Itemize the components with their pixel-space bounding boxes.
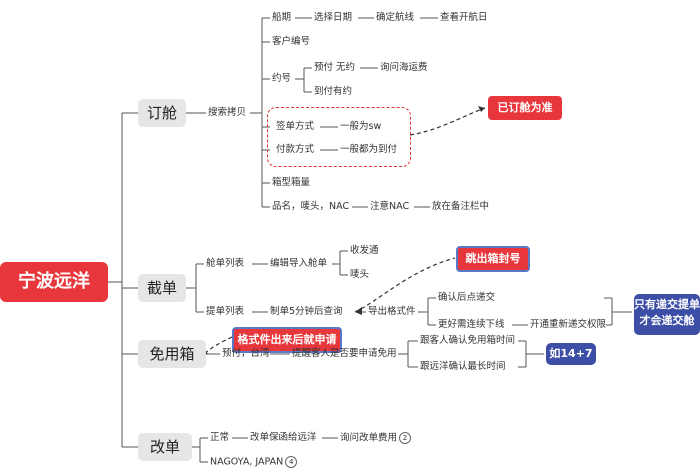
node-normal: 正常 [210,432,230,443]
count-badge-4: 4 [285,456,298,468]
format-apply-tag: 格式件出来后就申请 [232,327,342,353]
node-bl-list: 提单列表 [206,306,245,317]
node-sign-method: 签单方式 [276,121,315,132]
node-goods: 品名，唛头，NAC [272,201,350,212]
branch-booking: 订舱 [138,99,186,127]
node-marks: 唛头 [350,269,370,280]
branch-cutoff: 截单 [138,274,186,302]
branch-change: 改单 [138,433,192,461]
node-export-format: 导出格式件 [368,306,416,317]
node-consignee: 收发通 [350,245,379,256]
root-node: 宁波远洋 [0,262,108,302]
sign-pay-highlight-box [267,107,411,167]
node-pay-method: 付款方式 [276,144,315,155]
branch-free-box: 免用箱 [138,340,206,368]
nagoya-label: NAGOYA, JAPAN [210,456,284,468]
node-guarantee: 改单保函给远洋 [250,432,317,443]
node-select-date: 选择日期 [314,12,353,23]
node-in-remark: 放在备注栏中 [432,201,490,212]
node-box-qty: 箱型箱量 [272,177,311,188]
node-pay-default: 一般都为到付 [340,144,398,155]
node-prepaid-tw: 预付，台湾 [222,348,270,359]
node-follow-confirm: 跟客人确认免用箱时间 [420,335,516,346]
jump-seal-tag: 跳出箱封号 [456,246,530,272]
node-ask-shipping: 询问海运费 [380,62,428,73]
ask-fee-label: 询问改单费用 [340,432,398,444]
submit-note-line-2: 才会递交舱 [639,314,695,327]
submit-note-line-1: 只有递交提单 [634,298,700,311]
node-confirm-submit: 确认后点递交 [438,292,496,303]
node-prepaid-no-contract: 预付 无约 [314,62,356,73]
submit-note-tag: 只有递交提单 才会递交舱 [634,294,700,335]
node-manifest-list: 舱单列表 [206,258,245,269]
node-customer-no: 客户编号 [272,36,311,47]
node-follow-longest: 跟远洋确认最长时间 [420,361,506,372]
node-collect-contract: 到付有约 [314,86,353,97]
node-reopen-rights: 开通重新递交权限 [530,319,607,330]
node-better-continue: 更好需连续下线 [438,319,505,330]
node-confirm-route: 确定航线 [376,12,415,23]
node-note-nac: 注意NAC [370,201,410,212]
node-rate-no: 约号 [272,73,292,84]
node-view-sail-date: 查看开航日 [440,12,488,23]
node-sign-default: 一般为sw [340,121,382,132]
days-tag: 如14+7 [546,343,596,365]
node-schedule: 船期 [272,12,292,23]
booked-tag: 已订舱为准 [488,96,562,120]
count-badge-2: 2 [399,432,412,444]
node-search-copy: 搜索拷贝 [208,107,247,118]
node-query-5min: 制单5分钟后查询 [270,306,343,317]
node-edit-import: 编辑导入舱单 [270,258,328,269]
node-remind-apply: 提醒客人是否要申请免用 [292,348,397,359]
